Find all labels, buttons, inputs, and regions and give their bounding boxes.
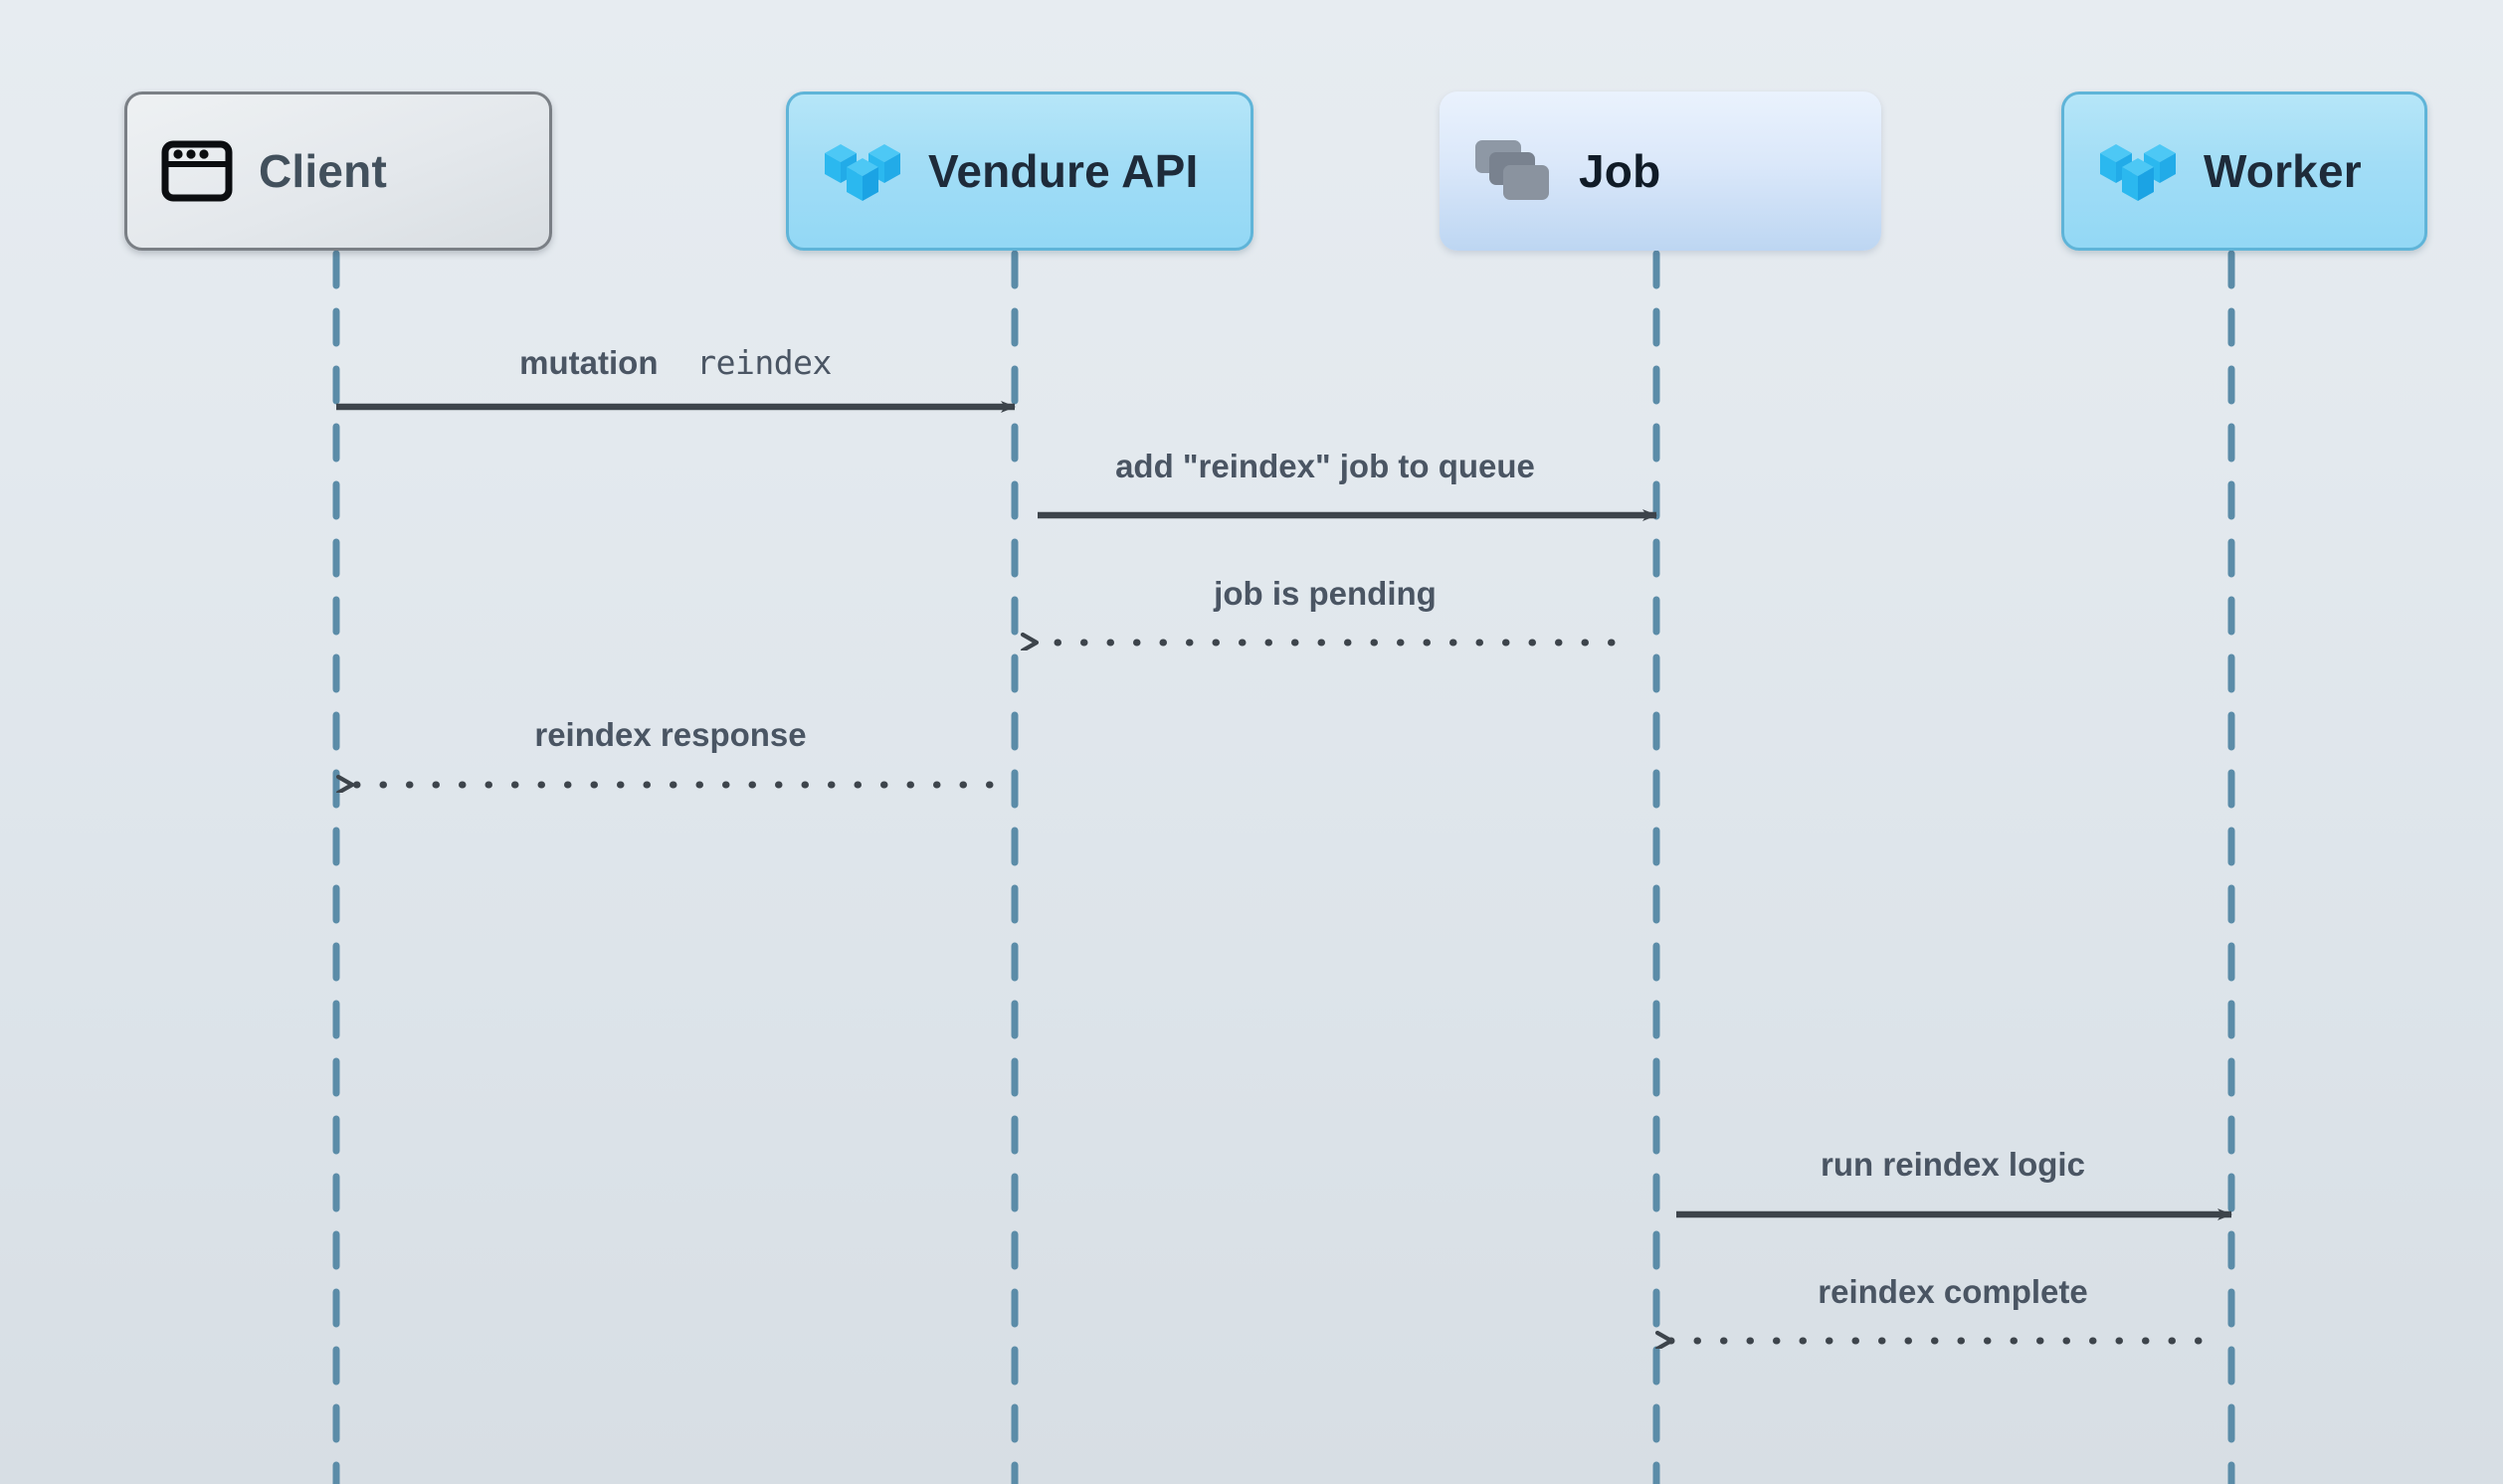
participant-client[interactable]: Client — [124, 92, 552, 251]
message-arrows-group — [336, 401, 2232, 1341]
participant-job[interactable]: Job — [1440, 92, 1881, 251]
message-label-m1: mutation reindex — [519, 343, 832, 382]
stacked-cards-icon — [1473, 138, 1553, 204]
participant-label: Worker — [2204, 145, 2362, 197]
message-label-m5: run reindex logic — [1821, 1146, 2085, 1183]
message-label-part: reindex — [658, 343, 832, 382]
message-label-m6: reindex complete — [1818, 1273, 2088, 1310]
vendure-cubes-icon — [2098, 135, 2178, 207]
message-label-part: mutation — [519, 344, 659, 381]
participant-worker[interactable]: Worker — [2061, 92, 2427, 251]
message-label-m4: reindex response — [534, 716, 807, 753]
participant-vendure-api[interactable]: Vendure API — [786, 92, 1253, 251]
lifelines-group — [332, 250, 2235, 1484]
message-label-m3: job is pending — [1214, 575, 1437, 612]
message-label-m2: add "reindex" job to queue — [1115, 448, 1535, 484]
participant-label: Client — [259, 145, 387, 197]
participant-label: Vendure API — [928, 145, 1199, 197]
participant-label: Job — [1579, 145, 1661, 197]
browser-window-icon — [161, 140, 233, 202]
vendure-cubes-icon — [823, 135, 902, 207]
